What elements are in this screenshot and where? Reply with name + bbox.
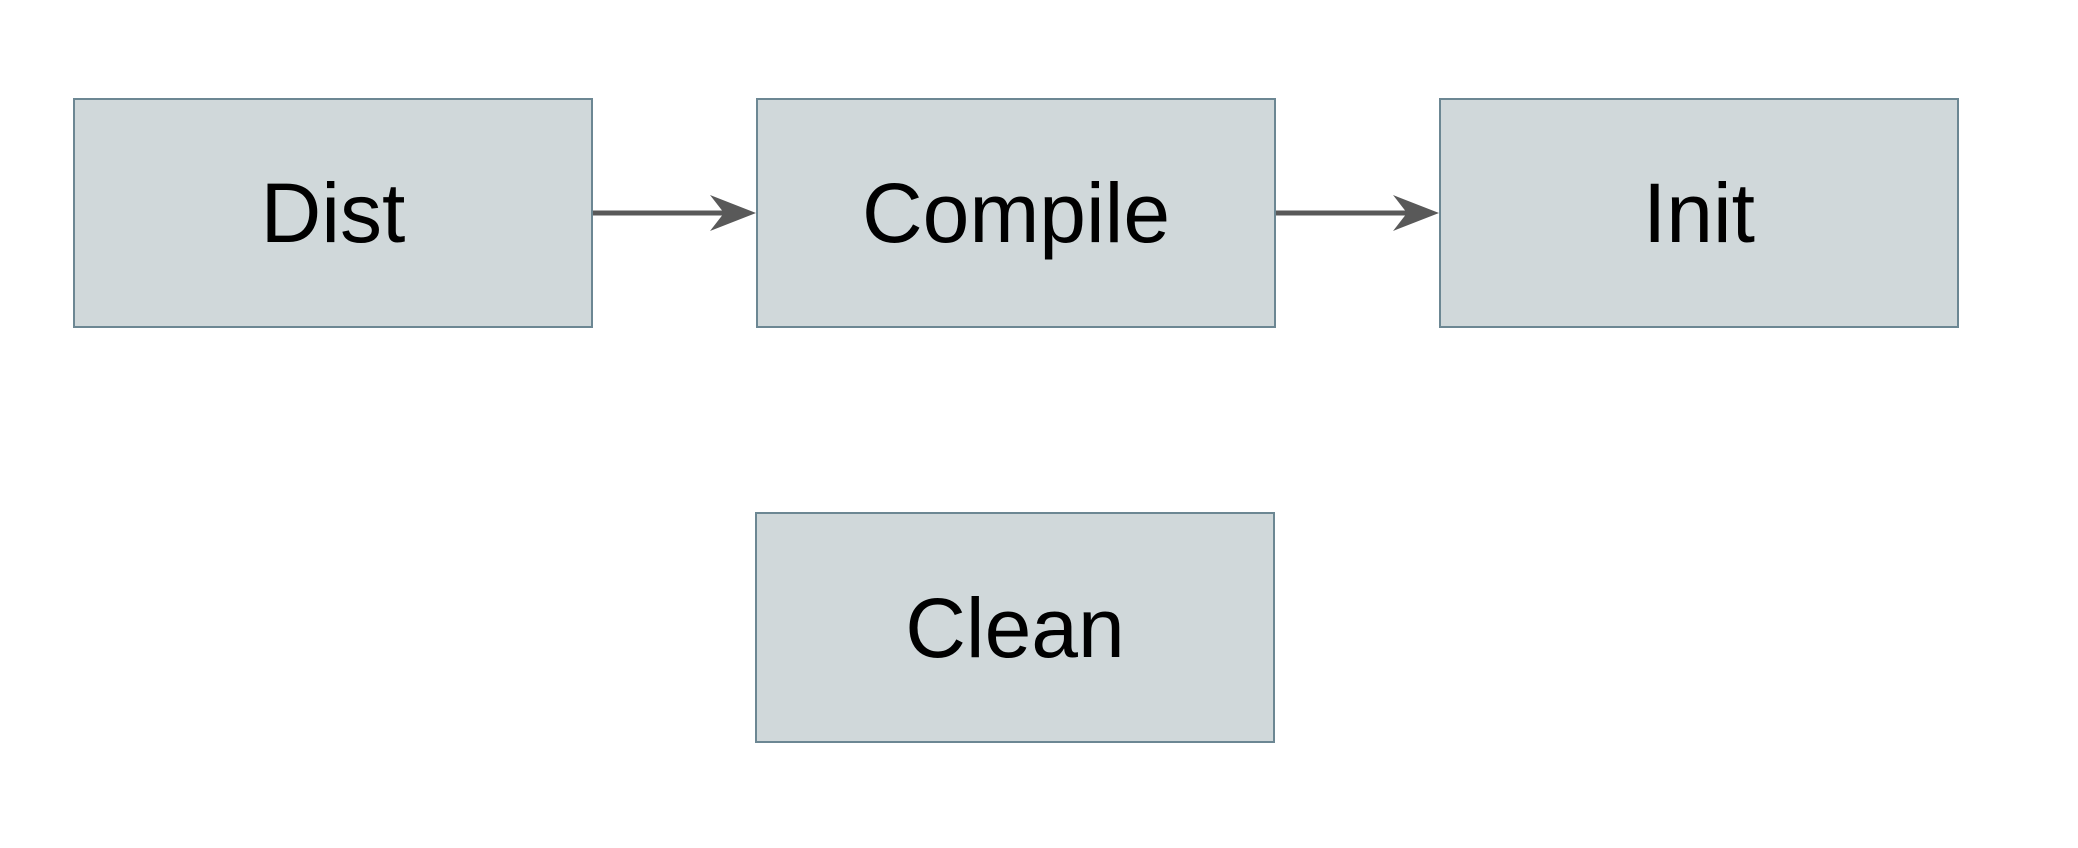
- node-label-dist: Dist: [260, 166, 406, 260]
- arrowhead-icon: [710, 195, 756, 231]
- node-dist[interactable]: Dist: [73, 98, 593, 328]
- node-clean[interactable]: Clean: [755, 512, 1275, 743]
- edge-compile-init[interactable]: [1276, 195, 1439, 231]
- node-label-init: Init: [1642, 166, 1756, 260]
- arrowhead-icon: [1393, 195, 1439, 231]
- edge-dist-compile[interactable]: [593, 195, 756, 231]
- node-label-compile: Compile: [861, 166, 1171, 260]
- node-init[interactable]: Init: [1439, 98, 1959, 328]
- node-label-clean: Clean: [905, 580, 1125, 675]
- node-compile[interactable]: Compile: [756, 98, 1276, 328]
